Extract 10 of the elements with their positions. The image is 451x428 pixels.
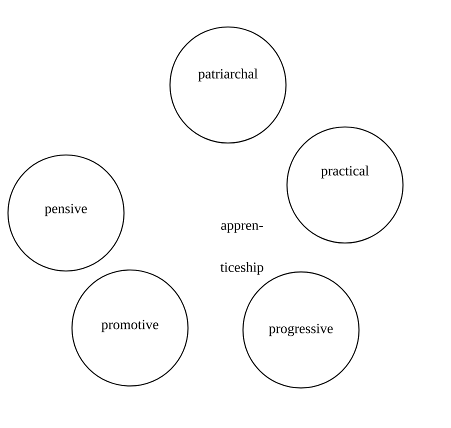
circle	[169, 26, 287, 144]
center-label: appren- ticeship	[220, 223, 264, 275]
circle-label: progressive	[268, 324, 333, 336]
circle	[71, 269, 189, 387]
circle	[7, 154, 125, 272]
circle-label: patriarchal	[198, 68, 258, 82]
circle-label: practical	[321, 166, 369, 178]
circle	[286, 126, 404, 244]
circle-label: pensive	[44, 204, 87, 216]
circle-label: promotive	[101, 320, 158, 332]
